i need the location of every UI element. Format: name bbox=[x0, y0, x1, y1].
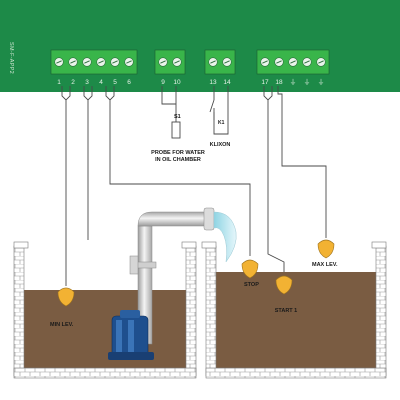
terminal-number: ⏚ bbox=[318, 78, 325, 86]
min-lev-float bbox=[57, 287, 75, 307]
start1-float bbox=[275, 275, 293, 295]
terminal-blocks: 1 2 3 4 5 6 9 10 13 14 17 18 ⏚ ⏚ ⏚ bbox=[50, 49, 330, 86]
terminal-number: 6 bbox=[127, 79, 131, 86]
terminal-number: ⏚ bbox=[290, 78, 297, 86]
terminal-screw-slot bbox=[84, 60, 90, 64]
wires bbox=[61, 86, 327, 286]
wire-probe bbox=[161, 86, 177, 122]
terminal-number: 10 bbox=[173, 79, 181, 86]
terminal-number: 2 bbox=[71, 79, 75, 86]
terminal-screw-slot bbox=[290, 60, 296, 64]
stop-label: STOP bbox=[244, 282, 259, 288]
wire-klixon bbox=[213, 86, 229, 135]
probe-s1 bbox=[171, 121, 181, 139]
terminal-block-left bbox=[50, 49, 138, 75]
terminal-screw-slot bbox=[224, 60, 230, 64]
wire-pump-2 bbox=[105, 86, 251, 256]
terminal-number: 9 bbox=[161, 79, 165, 86]
control-board bbox=[0, 0, 400, 92]
stop-float bbox=[241, 259, 259, 279]
wire-max-lev bbox=[277, 86, 327, 238]
terminal-screw-slot bbox=[56, 60, 62, 64]
terminal-number: 17 bbox=[261, 79, 269, 86]
terminal-screw-slot bbox=[262, 60, 268, 64]
wire-start bbox=[263, 86, 285, 276]
klixon-label: KLIXON bbox=[210, 142, 231, 148]
wire-min-lev bbox=[61, 86, 71, 286]
water-jet bbox=[213, 211, 237, 263]
terminal-number: 14 bbox=[223, 79, 231, 86]
terminal-number: 5 bbox=[113, 79, 117, 86]
s1-label: S1 bbox=[174, 114, 181, 120]
terminal-screw-slot bbox=[304, 60, 310, 64]
left-tank bbox=[13, 241, 197, 379]
terminal-screw-slot bbox=[126, 60, 132, 64]
terminal-screw-slot bbox=[98, 60, 104, 64]
min-lev-label: MIN LEV. bbox=[50, 322, 74, 328]
terminal-number: 3 bbox=[85, 79, 89, 86]
probe-label-line2: IN OIL CHAMBER bbox=[155, 157, 201, 163]
k1-label: K1 bbox=[218, 120, 225, 126]
terminal-screw-slot bbox=[318, 60, 324, 64]
probe-label-line1: PROBE FOR WATER bbox=[151, 150, 205, 156]
max-lev-float bbox=[317, 239, 335, 259]
terminal-screw-slot bbox=[70, 60, 76, 64]
terminal-number: 4 bbox=[99, 79, 103, 86]
terminal-screw-slot bbox=[174, 60, 180, 64]
terminal-screw-slot bbox=[276, 60, 282, 64]
max-lev-label: MAX LEV. bbox=[312, 262, 338, 268]
klixon-switch bbox=[209, 99, 215, 120]
discharge-pipe bbox=[129, 207, 237, 345]
right-tank bbox=[201, 241, 387, 379]
start1-label: START 1 bbox=[275, 308, 298, 314]
terminal-number: ⏚ bbox=[304, 78, 311, 86]
terminal-screw-slot bbox=[210, 60, 216, 64]
terminal-screw-slot bbox=[160, 60, 166, 64]
terminal-screw-slot bbox=[112, 60, 118, 64]
wire-pump-1 bbox=[83, 86, 93, 240]
terminal-number: 13 bbox=[209, 79, 217, 86]
terminal-number: 18 bbox=[275, 79, 283, 86]
submersible-pump bbox=[108, 310, 154, 360]
board-name: SM-F-APP2 bbox=[8, 42, 14, 74]
terminal-number: 1 bbox=[57, 79, 61, 86]
